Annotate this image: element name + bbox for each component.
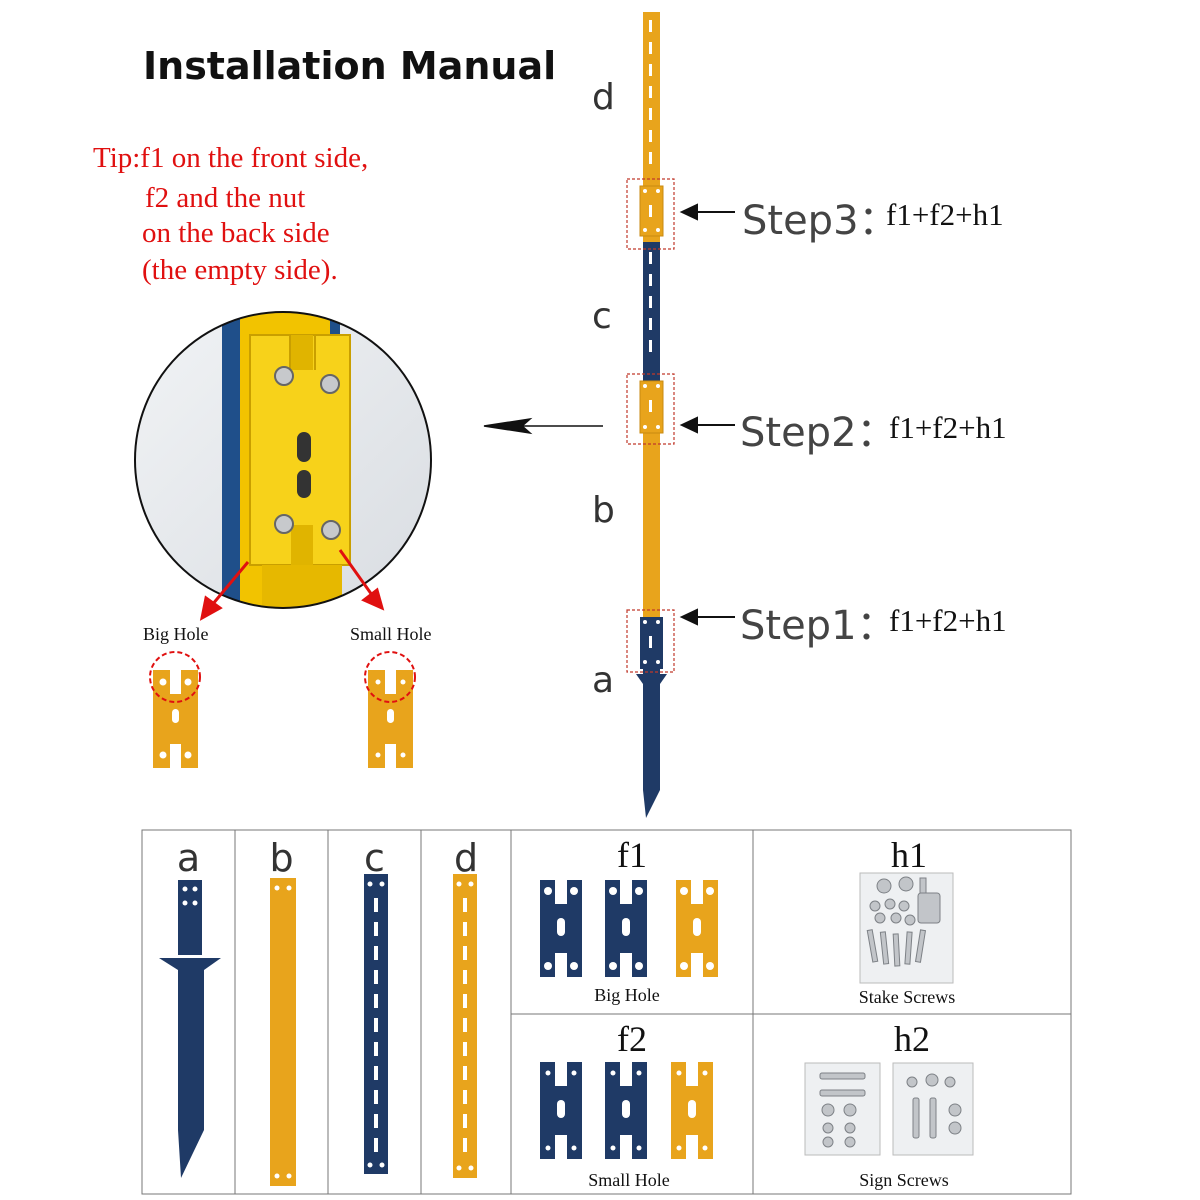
hole-pointer-arrows [199, 549, 385, 621]
segment-label-b: b [592, 490, 615, 531]
grid-caption-f1: Big Hole [594, 985, 660, 1005]
part-f1-plates [540, 880, 718, 977]
part-b-graphic [270, 878, 296, 1186]
step3-parts: f1+f2+h1 [886, 197, 1004, 232]
stake-assembly [626, 12, 675, 818]
detail-arrow [483, 417, 603, 435]
step3-dashed-box [626, 178, 675, 250]
step1-parts: f1+f2+h1 [889, 603, 1007, 638]
detail-photo-circle [134, 311, 432, 609]
part-d-graphic [453, 874, 477, 1178]
big-hole-plate-sample [149, 651, 201, 768]
segment-label-c: c [592, 296, 612, 337]
step1-dashed-box [626, 609, 675, 673]
step1-label: Step1： [740, 603, 897, 649]
step-arrows [679, 203, 735, 626]
grid-label-c: c [364, 836, 385, 880]
grid-title-f2: f2 [617, 1019, 647, 1059]
tip-line-2: f2 and the nut [145, 182, 306, 214]
part-f2-plates [540, 1062, 713, 1159]
segment-label-d: d [592, 77, 615, 118]
grid-caption-h1: Stake Screws [858, 987, 956, 1007]
tip-line-4: (the empty side). [142, 254, 338, 286]
grid-caption-f2: Small Hole [588, 1170, 670, 1190]
segment-a-spike [636, 674, 667, 818]
grid-label-b: b [269, 836, 294, 880]
page-title: Installation Manual [143, 44, 557, 88]
stake-bolts [643, 189, 660, 664]
grid-title-f1: f1 [617, 835, 647, 875]
tip-line-1: Tip:f1 on the front side, [93, 142, 369, 174]
part-h1-screw-bag [859, 872, 954, 984]
step2-parts: f1+f2+h1 [889, 410, 1007, 445]
segment-d-bar [643, 12, 660, 242]
grid-label-d: d [453, 836, 479, 880]
grid-caption-h2: Sign Screws [859, 1170, 949, 1190]
grid-label-a: a [176, 836, 201, 880]
segment-c-bar [643, 242, 660, 382]
parts-grid-lines [141, 829, 1072, 1195]
small-hole-label: Small Hole [350, 624, 432, 644]
grid-title-h2: h2 [894, 1019, 930, 1059]
small-hole-plate-sample [364, 651, 416, 768]
stake-slots [649, 20, 652, 648]
step3-label: Step3： [742, 198, 899, 244]
part-h2-screw-bags [804, 1062, 974, 1156]
segment-b-bar [643, 382, 660, 617]
part-c-graphic [364, 874, 388, 1174]
step2-label: Step2： [740, 410, 897, 456]
part-a-graphic [159, 880, 221, 1178]
big-hole-label: Big Hole [143, 624, 209, 644]
segment-label-a: a [592, 660, 615, 701]
step2-dashed-box [626, 373, 675, 445]
grid-title-h1: h1 [891, 835, 927, 875]
tip-line-3: on the back side [142, 217, 330, 249]
